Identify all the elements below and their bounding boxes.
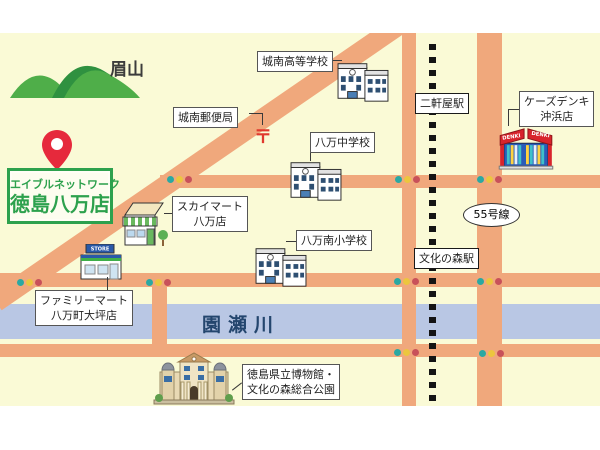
connector-line <box>286 241 297 242</box>
familymart-icon: STORE <box>80 244 122 280</box>
hachiman-junior-high-icon <box>290 162 342 201</box>
vertical-road-3 <box>152 280 167 357</box>
label-hachiman-junior-high: 八万中学校 <box>310 132 375 153</box>
label-jonan-high-school: 城南高等学校 <box>257 51 333 72</box>
label-hachiman-minami-elementary: 八万南小学校 <box>296 230 372 251</box>
label-ks-denki: ケーズデンキ 沖浜店 <box>519 91 595 127</box>
store-name: 徳島八万店 <box>10 192 110 216</box>
map-area: 園瀬川 眉山 〒 <box>0 33 600 406</box>
connector-line <box>508 109 520 110</box>
label-route-55: 55号線 <box>463 203 520 227</box>
hachiman-minami-elementary-icon <box>255 248 307 287</box>
horizontal-road-3 <box>0 344 600 357</box>
traffic-signal <box>479 350 504 357</box>
label-bunkanomori-station: 文化の森駅 <box>414 248 479 269</box>
traffic-signal <box>395 176 420 183</box>
horizontal-road-1 <box>160 175 600 188</box>
connector-line <box>262 113 263 125</box>
vertical-road-1 <box>402 33 416 406</box>
connector-line <box>333 60 342 61</box>
denki-sign-text: DENKI <box>531 131 550 140</box>
connector-line <box>508 109 509 126</box>
ks-denki-icon: DENKI DENKI <box>498 128 554 170</box>
label-museum: 徳島県立博物館・ 文化の森総合公園 <box>242 364 340 400</box>
connector-line <box>249 113 263 114</box>
traffic-signal <box>167 176 192 183</box>
mountain-label: 眉山 <box>110 60 144 80</box>
mountain-icon <box>10 65 140 98</box>
label-nikenya-station: 二軒屋駅 <box>415 93 469 114</box>
traffic-signal <box>17 279 42 286</box>
river-label: 園瀬川 <box>202 314 281 336</box>
store-brand: エイブルネットワーク <box>10 178 120 191</box>
denki-sign-text: DENKI <box>502 133 521 142</box>
traffic-signal <box>394 349 419 356</box>
jonan-high-school-icon <box>337 63 389 102</box>
store-name-box: エイブルネットワーク 徳島八万店 <box>7 168 120 224</box>
label-jonan-post-office: 城南郵便局 <box>173 107 238 128</box>
museum-icon <box>153 352 235 405</box>
label-skymart: スカイマート 八万店 <box>172 196 248 232</box>
traffic-signal <box>146 279 171 286</box>
post-office-icon: 〒 <box>254 127 272 148</box>
skymart-icon <box>122 202 168 246</box>
traffic-signal <box>477 176 502 183</box>
label-familymart: ファミリーマート 八万町大坪店 <box>35 290 133 326</box>
traffic-signal <box>394 278 419 285</box>
connector-line <box>107 277 108 290</box>
railway-line <box>429 44 436 404</box>
connector-line <box>310 153 311 161</box>
familymart-sign-text: STORE <box>91 247 110 253</box>
connector-line <box>164 213 172 214</box>
traffic-signal <box>477 278 502 285</box>
location-pin-icon <box>42 130 72 170</box>
